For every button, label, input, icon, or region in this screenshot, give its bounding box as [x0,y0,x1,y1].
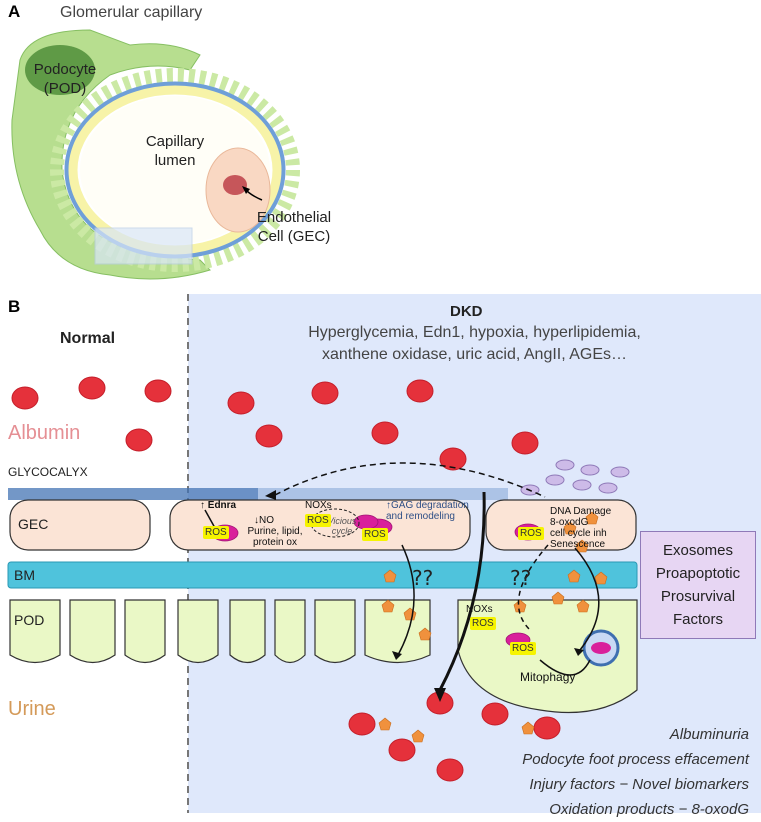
no-label: ↓NO [254,515,274,526]
outcome-item: Oxidation products − 8-oxodG [549,801,749,818]
pod-layer [9,599,638,714]
outcomes-list: Albuminuria Podocyte foot process efface… [349,722,749,822]
unknown-mechanism-2: ?? [510,566,532,590]
dkd-title: DKD [450,303,483,320]
ros-tag-3: ROS [362,528,388,541]
unknown-mechanism-1: ?? [412,566,434,590]
exosome-vesicles [520,459,630,496]
dkd-factors-line-2: xanthene oxidase, uric acid, AngII, AGEs… [321,346,628,363]
albumin-molecules [11,376,561,782]
albumin-label: Albumin [8,422,81,444]
outcome-item: Injury factors − Novel biomarkers [529,776,749,793]
urine-label: Urine [8,698,56,720]
capillary-lumen-label: Capillary lumen [145,133,205,169]
glycocalyx-layer [8,488,508,500]
oxidation-label: Purine, lipid, protein ox [247,526,303,548]
vicious-cycle-label: Vicious cycle [327,516,357,536]
pod-label: POD [14,612,45,628]
gec-label: GEC [18,516,49,532]
gag-label: ↑GAG degradation and remodeling [386,500,469,522]
ros-tag-4: ROS [518,527,544,540]
podocyte-label: Podocyte (POD) [33,61,97,97]
mitophagy-label: Mitophagy [520,670,576,684]
glomerular-capillary-illustration [11,29,300,280]
dkd-factors: Hyperglycemia, Edn1, hypoxia, hyperlipid… [188,322,761,366]
ros-tag-2: ROS [305,514,331,527]
dkd-factors-line-1: Hyperglycemia, Edn1, hypoxia, hyperlipid… [308,324,641,341]
ros-tag-6: ROS [510,642,536,655]
pathway-arrows [204,462,600,691]
ednra-label: ↑ Ednra [200,500,237,511]
panel-a-letter: A [8,2,21,21]
noxs-label-1: NOXs [305,500,332,511]
exosomes-box: Exosomes Proapoptotic Prosurvival Factor… [640,531,756,639]
bm-label: BM [14,567,35,583]
endothelial-cell-label: Endothelial Cell (GEC) [256,209,332,245]
noxs-label-2: NOXs [466,604,493,615]
outcome-item: Albuminuria [669,726,749,743]
ros-tag-5: ROS [470,617,496,630]
ros-tag-1: ROS [203,526,229,539]
bm-layer [7,561,638,589]
dna-damage-label: DNA Damage 8-oxodG cell cycle inh Senesc… [550,506,612,550]
panel-a-title: Glomerular capillary [60,4,203,21]
glycocalyx-label: GLYCOCALYX [8,465,88,479]
normal-label: Normal [60,330,116,347]
panel-b-letter: B [8,297,21,316]
outcome-item: Podocyte foot process effacement [522,751,749,768]
